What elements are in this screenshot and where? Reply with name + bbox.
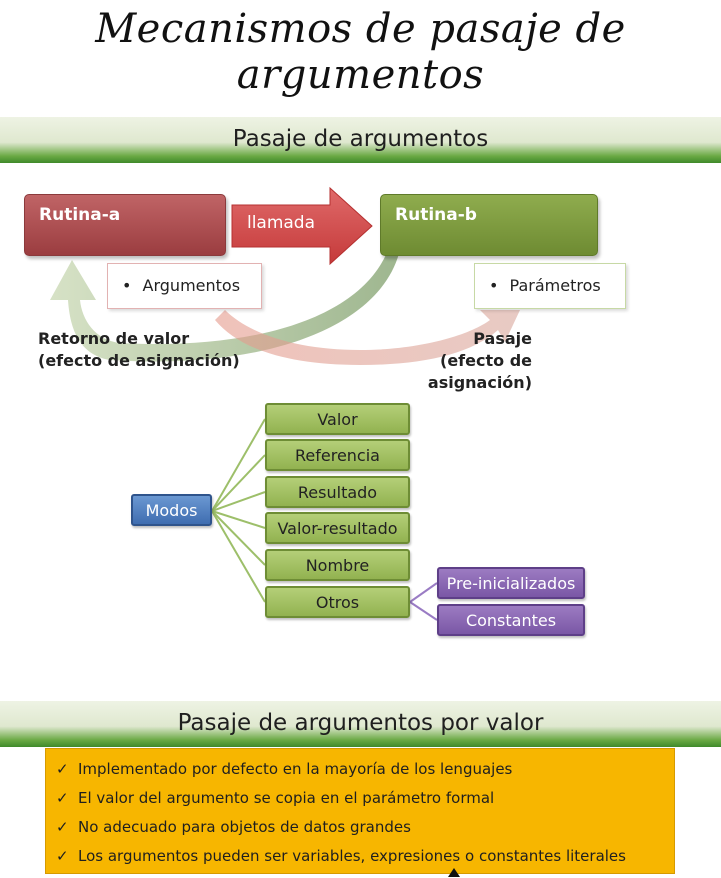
parametros-label: Parámetros	[509, 276, 601, 295]
rutina-b-label: Rutina-b	[395, 205, 477, 225]
rutina-a-box: Rutina-a	[24, 194, 226, 256]
flow-arrows	[50, 186, 520, 365]
list-item: ✓ El valor del argumento se copia en el p…	[56, 784, 674, 813]
retorno-line2: (efecto de asignación)	[38, 351, 240, 370]
list-item: ✓ Implementado por defecto en la mayoría …	[56, 755, 674, 784]
list-item: ✓ No adecuado para objetos de datos grand…	[56, 813, 674, 842]
argumentos-label: Argumentos	[142, 276, 241, 295]
check-icon: ✓	[56, 789, 69, 807]
arrow-up-icon	[448, 868, 460, 877]
pasaje-line2: (efecto de asignación)	[427, 351, 532, 392]
section-header-pasaje: Pasaje de argumentos	[0, 117, 721, 163]
modos-connectors	[211, 418, 438, 621]
rutina-a-label: Rutina-a	[39, 205, 121, 225]
bullet-icon: •	[122, 276, 132, 295]
parametros-box: • Parámetros	[474, 263, 626, 309]
pasaje-line1: Pasaje	[473, 329, 532, 348]
por-valor-list: ✓ Implementado por defecto en la mayoría …	[45, 748, 675, 874]
list-item: ✓ Los argumentos pueden ser variables, ex…	[56, 842, 674, 871]
bullet-icon: •	[489, 276, 499, 295]
rutina-b-box: Rutina-b	[380, 194, 598, 256]
modo-constantes: Constantes	[437, 604, 585, 636]
check-icon: ✓	[56, 760, 69, 778]
modo-valor-resultado: Valor-resultado	[265, 512, 410, 544]
list-item-text: No adecuado para objetos de datos grande…	[78, 818, 411, 836]
modo-otros: Otros	[265, 586, 410, 618]
modo-nombre: Nombre	[265, 549, 410, 581]
retorno-label: Retorno de valor (efecto de asignación)	[38, 328, 240, 372]
return-arrow	[50, 250, 400, 362]
retorno-line1: Retorno de valor	[38, 329, 190, 348]
modos-root: Modos	[131, 494, 212, 526]
modo-pre-inicializados: Pre-inicializados	[437, 567, 585, 599]
section-header-por-valor: Pasaje de argumentos por valor	[0, 701, 721, 747]
check-icon: ✓	[56, 847, 69, 865]
list-item-text: Los argumentos pueden ser variables, exp…	[78, 847, 626, 865]
page-title: Mecanismos de pasaje de argumentos	[95, 6, 626, 98]
llamada-label: llamada	[246, 213, 316, 233]
list-item-text: El valor del argumento se copia en el pa…	[78, 789, 495, 807]
modo-resultado: Resultado	[265, 476, 410, 508]
check-icon: ✓	[56, 818, 69, 836]
modo-valor: Valor	[265, 403, 410, 435]
pasaje-arrow	[215, 310, 520, 365]
llamada-arrow	[231, 186, 373, 266]
argumentos-box: • Argumentos	[107, 263, 262, 309]
list-item-text: Implementado por defecto en la mayoría d…	[78, 760, 513, 778]
modo-referencia: Referencia	[265, 439, 410, 471]
pasaje-label: Pasaje (efecto de asignación)	[348, 328, 532, 394]
